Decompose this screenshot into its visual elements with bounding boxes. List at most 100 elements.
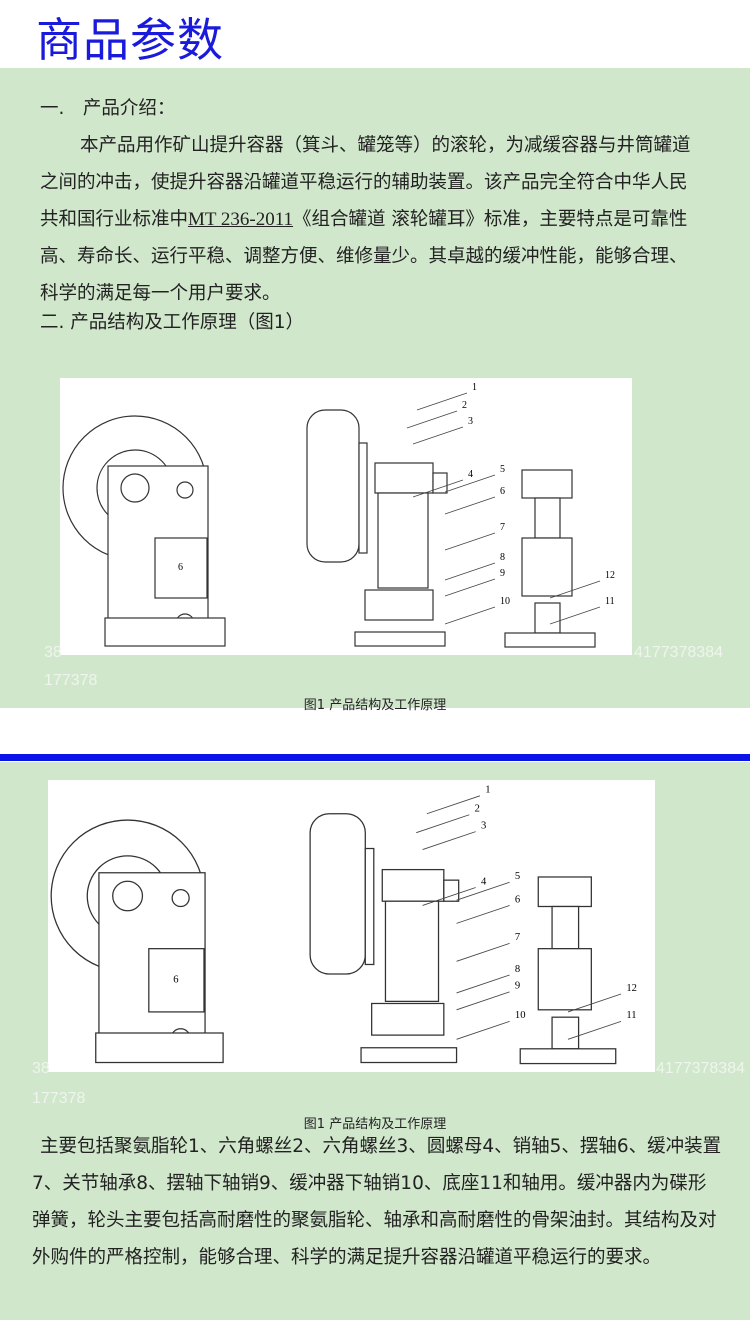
drawing-base-front: [354, 631, 446, 647]
watermark-left: 38: [44, 644, 62, 661]
intro-text-b: 《组合罐道 滚轮罐耳》标准，主要特点是可靠性高、寿命长、运行平稳、调整方便、维修…: [40, 209, 688, 304]
part-label-6: 6: [515, 894, 520, 905]
part-label-12: 12: [605, 570, 615, 581]
intro-paragraph: 本产品用作矿山提升容器（箕斗、罐笼等）的滚轮，为减缓容器与井筒罐道之间的冲击，使…: [40, 127, 700, 312]
leader-line: [444, 474, 496, 493]
part-label-8: 8: [500, 552, 505, 563]
part-label-10: 10: [500, 596, 510, 607]
drawing-wheel-front: [306, 409, 360, 563]
part-label-10: 10: [515, 1010, 526, 1021]
drawing-wheel-front: [309, 813, 366, 975]
drawing-base-side: [95, 1032, 224, 1064]
leader-line: [549, 606, 601, 625]
part-label-3: 3: [468, 416, 473, 427]
drawing-bore: [120, 473, 150, 503]
watermark-left-2: 38: [32, 1060, 50, 1077]
drawing-pin-head: [537, 876, 592, 908]
leader-line: [412, 426, 464, 445]
part-label-6: 6: [500, 486, 505, 497]
divider-bar: [0, 754, 750, 761]
watermark-line2: 177378: [44, 672, 98, 689]
drawing-clevis: [534, 602, 561, 634]
part-label-11: 11: [626, 1010, 636, 1021]
drawing-head-block: [381, 868, 445, 902]
part-label-4: 4: [468, 469, 473, 480]
drawing-rod: [551, 905, 580, 950]
figure-caption: 图1 产品结构及工作原理: [303, 698, 447, 713]
leader-line: [422, 831, 476, 850]
figure-caption-2: 图1 产品结构及工作原理: [303, 1117, 447, 1132]
watermark-right-2: 4177378384: [656, 1060, 745, 1077]
drawing-nut: [443, 879, 460, 902]
drawing-clevis: [551, 1016, 580, 1050]
leader-line: [426, 795, 481, 815]
drawing-lower-block: [364, 589, 434, 621]
leader-line: [456, 991, 510, 1011]
standard-code: MT 236-2011: [188, 209, 294, 230]
section2-heading: 二. 产品结构及工作原理（图1）: [40, 312, 305, 333]
intro-text-a: 本产品用作矿山提升容器（箕斗、罐笼等）的滚轮，为减缓容器与井筒罐道之间的冲击，使…: [40, 135, 691, 230]
leader-line: [456, 942, 510, 962]
drawing-mark: 6: [173, 974, 178, 985]
part-label-1: 1: [485, 785, 490, 796]
leader-line: [422, 887, 476, 906]
drawing-pin-head: [521, 469, 573, 499]
description-paragraph: 主要包括聚氨脂轮1、六角螺丝2、六角螺丝3、圆螺母4、销轴5、摆轴6、缓冲装置7…: [32, 1136, 722, 1268]
leader-line: [416, 814, 470, 834]
part-label-11: 11: [605, 596, 615, 607]
part-label-4: 4: [481, 876, 487, 887]
drawing-buffer: [521, 537, 573, 597]
drawing-swing-shaft: [377, 492, 429, 589]
leader-line: [412, 479, 464, 498]
leader-line: [567, 1021, 622, 1040]
part-label-12: 12: [626, 983, 637, 994]
drawing-axle: [358, 442, 368, 554]
drawing-mark: 6: [178, 562, 183, 573]
drawing-bore: [112, 880, 144, 912]
part-label-9: 9: [515, 981, 520, 992]
drawing-buffer-side: [154, 537, 208, 599]
leader-line: [444, 606, 496, 625]
leader-line: [456, 1021, 510, 1040]
part-label-5: 5: [515, 871, 520, 882]
part-label-2: 2: [462, 400, 467, 411]
section1-heading: 一. 产品介绍：: [40, 98, 176, 119]
page-title: 商品参数: [36, 13, 224, 67]
leader-line: [406, 410, 458, 429]
drawing-buffer-side: [148, 948, 205, 1013]
part-label-2: 2: [475, 804, 480, 815]
part-label-7: 7: [500, 522, 505, 533]
drawing-base-front: [360, 1047, 458, 1064]
leader-line: [456, 881, 510, 901]
drawing-lower-block: [371, 1002, 445, 1036]
watermark-line2-2: 177378: [32, 1090, 86, 1107]
part-label-8: 8: [515, 964, 520, 975]
part-label-5: 5: [500, 464, 505, 475]
leader-line: [549, 580, 601, 599]
drawing-pin-hole: [176, 481, 194, 499]
drawing-buffer: [537, 948, 592, 1011]
drawing-base-side: [104, 617, 226, 647]
leader-line: [456, 974, 510, 994]
drawing-nut: [432, 472, 448, 494]
drawing-base-right: [519, 1048, 617, 1065]
watermark-right: 4177378384: [634, 644, 723, 661]
leader-line: [567, 993, 622, 1013]
drawing-head-block: [374, 462, 434, 494]
leader-line: [444, 532, 496, 551]
part-label-7: 7: [515, 932, 520, 943]
part-label-1: 1: [472, 382, 477, 393]
leader-line: [444, 562, 496, 581]
leader-line: [416, 392, 468, 411]
part-label-9: 9: [500, 568, 505, 579]
leader-line: [444, 578, 496, 597]
leader-line: [444, 496, 496, 515]
leader-line: [456, 905, 510, 924]
drawing-rod: [534, 497, 561, 539]
drawing-axle: [364, 847, 375, 966]
part-label-3: 3: [481, 821, 486, 832]
drawing-pin-hole: [171, 888, 190, 908]
drawing-base-right: [504, 632, 596, 648]
